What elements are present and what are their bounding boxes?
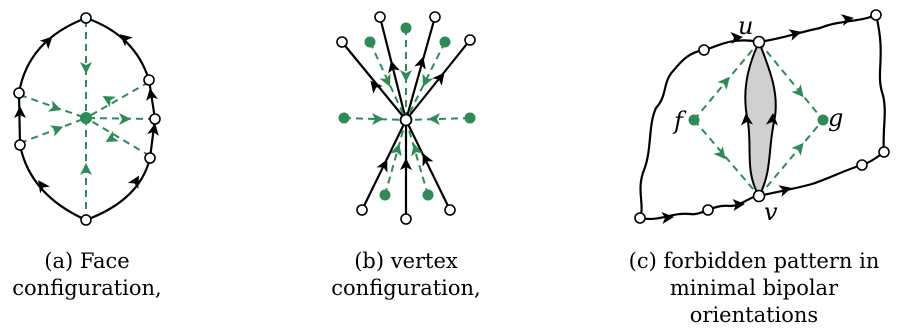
vertex-edge-arrows [370, 56, 445, 173]
vertex-dual-edges [343, 28, 471, 196]
caption-b-line2: configuration, [331, 276, 481, 300]
forbidden-boundary-vertices [634, 9, 890, 224]
label-g: g [828, 104, 843, 132]
shaded-face-arrows [741, 113, 778, 126]
caption-c-line1: (c) forbidden pattern in [628, 249, 880, 273]
caption-b-line1: (b) vertex [354, 249, 458, 273]
label-u: u [738, 12, 753, 40]
face-dual-vertex [80, 112, 92, 124]
face-right-boundary [85, 16, 157, 222]
panel-c-forbidden-pattern: u v f g [634, 9, 890, 226]
vertex-endpoints [336, 11, 476, 225]
caption-a-line1: (a) Face [44, 249, 130, 273]
outer-boundary-arrows [661, 14, 854, 224]
caption-a: (a) Face configuration, [0, 248, 174, 302]
face-left-boundary [17, 16, 87, 222]
forbidden-dual-vertices [688, 114, 829, 126]
caption-c: (c) forbidden pattern in minimal bipolar… [604, 248, 904, 329]
vertex-dual-arrows [372, 70, 440, 157]
panel-b-vertex-configuration [336, 11, 476, 225]
caption-c-line3: orientations [689, 303, 819, 327]
face-boundary-vertices [13, 12, 161, 226]
caption-c-line2: minimal bipolar [669, 276, 839, 300]
face-dual-arrows [47, 62, 131, 175]
caption-a-line2: configuration, [12, 276, 162, 300]
vertex-incoming-edges [361, 119, 451, 219]
label-v: v [764, 198, 778, 226]
label-f: f [672, 107, 687, 135]
central-vertex [399, 113, 413, 127]
vertex-dual-vertices [338, 22, 476, 201]
panel-a-face-configuration [13, 12, 161, 226]
forbidden-dual-arrows [713, 76, 804, 160]
caption-b: (b) vertex configuration, [318, 248, 494, 302]
